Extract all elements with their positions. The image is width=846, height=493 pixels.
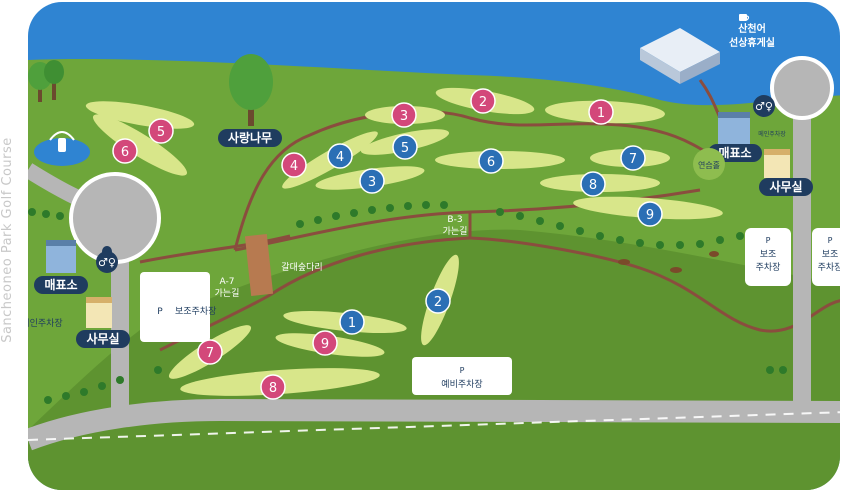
hole-marker[interactable]: 2: [425, 288, 451, 314]
hole-number: 6: [487, 155, 495, 170]
rest-area-label-1: 산천어: [738, 22, 766, 35]
hole-number: 8: [589, 178, 597, 193]
hole-number: 7: [206, 346, 214, 361]
building-icon: [764, 149, 790, 178]
roundabout-left: [69, 172, 161, 264]
roundabout-right: [770, 56, 834, 120]
office-right-label: 사무실: [769, 179, 802, 194]
building-icon: [640, 28, 720, 84]
hole-number: 3: [368, 175, 376, 190]
tree-icon: [28, 60, 64, 102]
sarang-tree-label: 사랑나무: [228, 130, 272, 145]
parking-symbol: P: [828, 236, 833, 245]
hole-marker[interactable]: 4: [327, 143, 353, 169]
reserve-parking-lot: [412, 357, 512, 395]
reserve-parking-label: 예비주차장: [441, 378, 482, 390]
hole-marker[interactable]: 6: [478, 148, 504, 174]
hole-number: 9: [646, 208, 654, 223]
store-left-label: 매표소: [44, 277, 77, 292]
hole-number: 9: [321, 337, 329, 352]
main-parking-right-label: 메인주차장: [758, 130, 786, 138]
hole-number: 7: [629, 152, 637, 167]
road-bottom: [28, 398, 840, 451]
building-icon: [46, 240, 76, 273]
sub-parking-left-lot: [140, 272, 210, 342]
svg-text:♂♀: ♂♀: [98, 256, 116, 269]
fountain-icon: [49, 131, 75, 152]
building-icon: [86, 297, 112, 328]
hole-marker[interactable]: 5: [392, 134, 418, 160]
hole-marker[interactable]: 8: [580, 171, 606, 197]
svg-text:♂♀: ♂♀: [755, 100, 773, 113]
hole-marker[interactable]: 3: [391, 102, 417, 128]
course-pink-markers: 1 2 3 4 5 6 7 8 9: [112, 88, 614, 400]
hole-marker[interactable]: 1: [588, 99, 614, 125]
a7-direction-label-1: A-7: [220, 277, 235, 287]
coffee-icon: [739, 14, 750, 21]
hole-number: 2: [479, 95, 487, 110]
office-left-label: 사무실: [86, 331, 119, 346]
hole-marker[interactable]: 1: [339, 309, 365, 335]
hole-number: 6: [121, 145, 129, 160]
sub-parking-right1-label-2: 주차장: [756, 261, 781, 273]
a7-direction-label-2: 가는길: [215, 288, 240, 299]
hole-number: 5: [401, 141, 409, 156]
sub-parking-right1-label-1: 보조: [760, 249, 777, 260]
hole-number: 8: [269, 381, 277, 396]
store-right-label: 매표소: [718, 145, 751, 160]
building-icon: [718, 112, 750, 144]
hole-marker[interactable]: 8: [260, 374, 286, 400]
bird-icon: [618, 251, 719, 273]
hole-marker[interactable]: 7: [197, 339, 223, 365]
parking-symbol: P: [460, 366, 465, 375]
b3-direction-label-2: 가는길: [443, 226, 468, 237]
main-parking-left-label: 메인주차장: [21, 317, 62, 329]
hole-number: 1: [597, 106, 605, 121]
hole-number: 4: [290, 159, 298, 174]
hole-number: 5: [157, 125, 165, 140]
hole-marker[interactable]: 3: [359, 168, 385, 194]
cart-path-left: [139, 234, 291, 264]
hole-number: 4: [336, 150, 344, 165]
sub-parking-left-label: 보조주차장: [175, 305, 216, 317]
parking-symbol: P: [157, 307, 163, 317]
cart-path-top: [233, 110, 721, 251]
hole-marker[interactable]: 4: [281, 152, 307, 178]
tree-line: [28, 201, 787, 404]
hole-marker[interactable]: 9: [312, 330, 338, 356]
hole-marker[interactable]: 5: [148, 118, 174, 144]
restroom-icon: ♂♀: [96, 246, 118, 273]
b3-direction-label-1: B-3: [447, 215, 462, 225]
sub-parking-right2-label-1: 보조: [822, 249, 839, 260]
course-b-blue-markers: 1 2 3 4 5 6 7 8 9: [327, 134, 663, 335]
rest-area-label-2: 선상휴게실: [729, 36, 775, 49]
hole-marker[interactable]: 9: [637, 201, 663, 227]
reed-bridge: [244, 234, 274, 296]
hole-number: 3: [400, 109, 408, 124]
hole-marker[interactable]: 7: [620, 145, 646, 171]
hole-marker[interactable]: 2: [470, 88, 496, 114]
practice-label: 연습홀: [698, 160, 720, 170]
hole-marker[interactable]: 6: [112, 138, 138, 164]
hole-number: 2: [434, 295, 442, 310]
sub-parking-right2-lot: [812, 228, 840, 286]
sub-parking-right1-lot: [745, 228, 791, 286]
reed-bridge-label: 갈대숲다리: [281, 262, 322, 273]
parking-symbol: P: [766, 236, 771, 245]
tree-icon: [229, 54, 273, 126]
sub-parking-right2-label-2: 주차장: [818, 261, 843, 273]
hole-number: 1: [348, 316, 356, 331]
restroom-icon: ♂♀: [753, 95, 775, 117]
